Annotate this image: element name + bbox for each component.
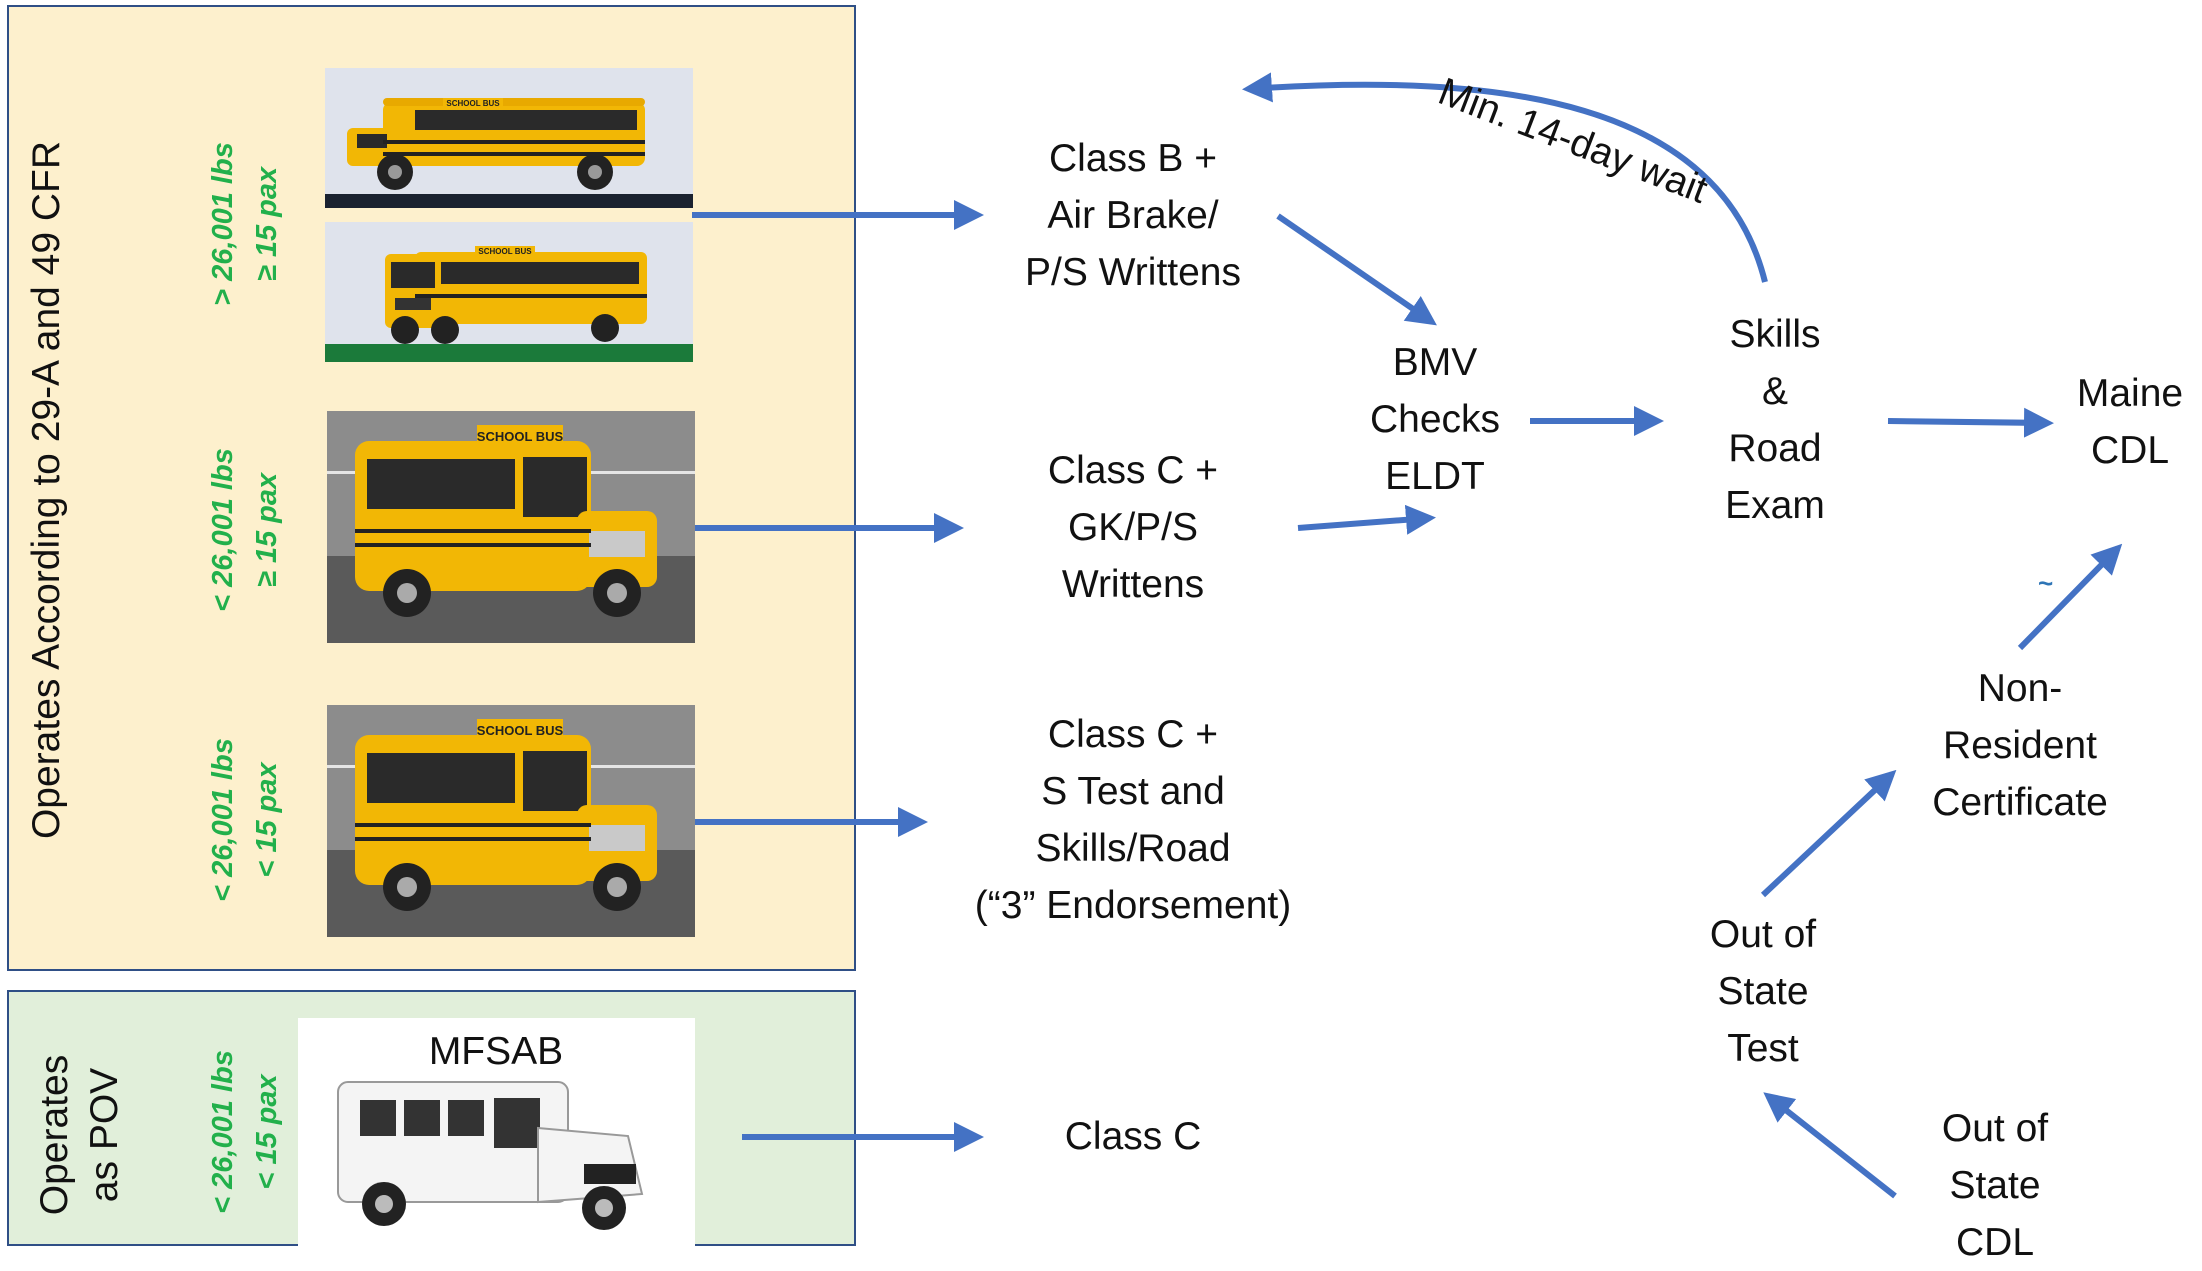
class-c-s-line4: (“3” Endorsement) bbox=[974, 884, 1292, 927]
mfsab-vehicle-image: MFSAB bbox=[298, 1018, 695, 1246]
node-class-c-gk: Class C + GK/P/S Writtens bbox=[983, 442, 1283, 613]
arrow-skills-wait-loop bbox=[1242, 72, 1768, 283]
node-class-c-s-test: Class C + S Test and Skills/Road (“3” En… bbox=[933, 706, 1333, 934]
class-c-gk-line1: Class C + bbox=[1047, 449, 1219, 492]
bmv-line1: BMV bbox=[1392, 341, 1478, 384]
node-bmv-checks-eldt: BMV Checks ELDT bbox=[1335, 334, 1535, 505]
arrow-non-resident-to-maine-cdl bbox=[2017, 543, 2123, 651]
oos-cdl-line1: Out of bbox=[1941, 1107, 2049, 1150]
skills-line3: Road bbox=[1728, 427, 1822, 470]
bmv-line3: ELDT bbox=[1385, 455, 1485, 498]
oos-test-line3: Test bbox=[1727, 1027, 1799, 1070]
skills-line1: Skills bbox=[1729, 313, 1821, 356]
class-b-line3: P/S Writtens bbox=[1024, 251, 1241, 294]
oos-cdl-line3: CDL bbox=[1955, 1221, 2035, 1264]
large-school-bus-image-2: SCHOOL BUS bbox=[325, 222, 693, 362]
class-c-gk-line3: Writtens bbox=[1061, 563, 1205, 606]
non-resident-line3: Certificate bbox=[1932, 781, 2108, 824]
skills-line2: & bbox=[1761, 370, 1788, 413]
class-b-line1: Class B + bbox=[1049, 137, 1217, 180]
node-class-b-air-brake: Class B + Air Brake/ P/S Writtens bbox=[983, 130, 1283, 301]
oos-test-line1: Out of bbox=[1709, 913, 1817, 956]
non-resident-line2: Resident bbox=[1943, 724, 2097, 767]
bmv-line2: Checks bbox=[1369, 398, 1501, 441]
maine-cdl-line2: CDL bbox=[2090, 429, 2170, 472]
maine-cdl-line1: Maine bbox=[2076, 372, 2184, 415]
bus2-sign: SCHOOL BUS bbox=[478, 247, 532, 256]
node-non-resident-certificate: Non- Resident Certificate bbox=[1890, 660, 2150, 831]
arrow-class-c-gk-to-bmv bbox=[1297, 504, 1436, 535]
node-skills-road-exam: Skills & Road Exam bbox=[1675, 306, 1875, 534]
class-c-line1: Class C bbox=[1064, 1115, 1202, 1158]
oos-test-line2: State bbox=[1717, 970, 1809, 1013]
bus1-sign: SCHOOL BUS bbox=[446, 99, 500, 108]
oos-cdl-line2: State bbox=[1949, 1164, 2041, 1207]
arrow-out-of-state-test-to-non-resident bbox=[1760, 769, 1897, 898]
skills-line4: Exam bbox=[1725, 484, 1825, 527]
large-school-bus-image-1: SCHOOL BUS bbox=[325, 68, 693, 208]
type-a-school-bus-image-2: SCHOOL BUS bbox=[327, 705, 695, 937]
class-b-line2: Air Brake/ bbox=[1047, 194, 1219, 237]
type-a-school-bus-image-1: SCHOOL BUS bbox=[327, 411, 695, 643]
class-c-s-line2: S Test and bbox=[1041, 770, 1225, 813]
arrow-out-of-state-cdl-to-test bbox=[1763, 1092, 1897, 1199]
non-resident-line1: Non- bbox=[1977, 667, 2063, 710]
node-class-c: Class C bbox=[983, 1108, 1283, 1165]
node-out-of-state-cdl: Out of State CDL bbox=[1895, 1100, 2095, 1271]
arrow-skills-to-maine-cdl bbox=[1887, 407, 2054, 438]
bus3-sign: SCHOOL BUS bbox=[477, 429, 564, 444]
class-c-s-line3: Skills/Road bbox=[1035, 827, 1231, 870]
tilde-mark-icon: ~ bbox=[2038, 568, 2053, 598]
class-c-gk-line2: GK/P/S bbox=[1067, 506, 1199, 549]
mfsab-label: MFSAB bbox=[429, 1030, 563, 1073]
arrow-class-b-to-bmv bbox=[1276, 213, 1437, 326]
node-out-of-state-test: Out of State Test bbox=[1663, 906, 1863, 1077]
node-maine-cdl: Maine CDL bbox=[2060, 365, 2200, 479]
class-c-s-line1: Class C + bbox=[1047, 713, 1219, 756]
bus4-sign: SCHOOL BUS bbox=[477, 723, 564, 738]
